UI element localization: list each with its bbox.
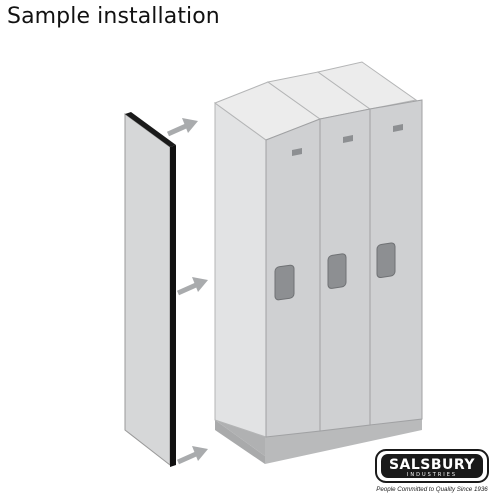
locker-side (214, 102, 267, 438)
locker-vent-1 (292, 148, 302, 156)
locker-handle-3 (376, 242, 396, 278)
end-panel-edge (170, 145, 176, 467)
arrow-right-icon (166, 118, 198, 137)
svg-text:INDUSTRIES: INDUSTRIES (407, 472, 457, 478)
locker-handle-2 (327, 253, 347, 289)
caption-title: Sample installation (7, 4, 220, 29)
arrow-right-icon (176, 446, 208, 465)
locker-vent-3 (393, 124, 403, 132)
locker-handle-1 (274, 264, 295, 301)
salsbury-logo: SALSBURY INDUSTRIES People Committed to … (375, 449, 489, 493)
locker-door-3 (369, 99, 423, 426)
locker-bank (213, 61, 423, 464)
arrow-right-icon (176, 277, 208, 296)
locker-top-3 (316, 61, 418, 110)
locker-vent-2 (343, 135, 353, 143)
locker-base-side (215, 420, 265, 464)
end-panel (124, 112, 176, 467)
svg-text:People Committed to Quality Si: People Committed to Quality Since 1936 (376, 486, 488, 493)
svg-text:SALSBURY: SALSBURY (389, 457, 475, 473)
